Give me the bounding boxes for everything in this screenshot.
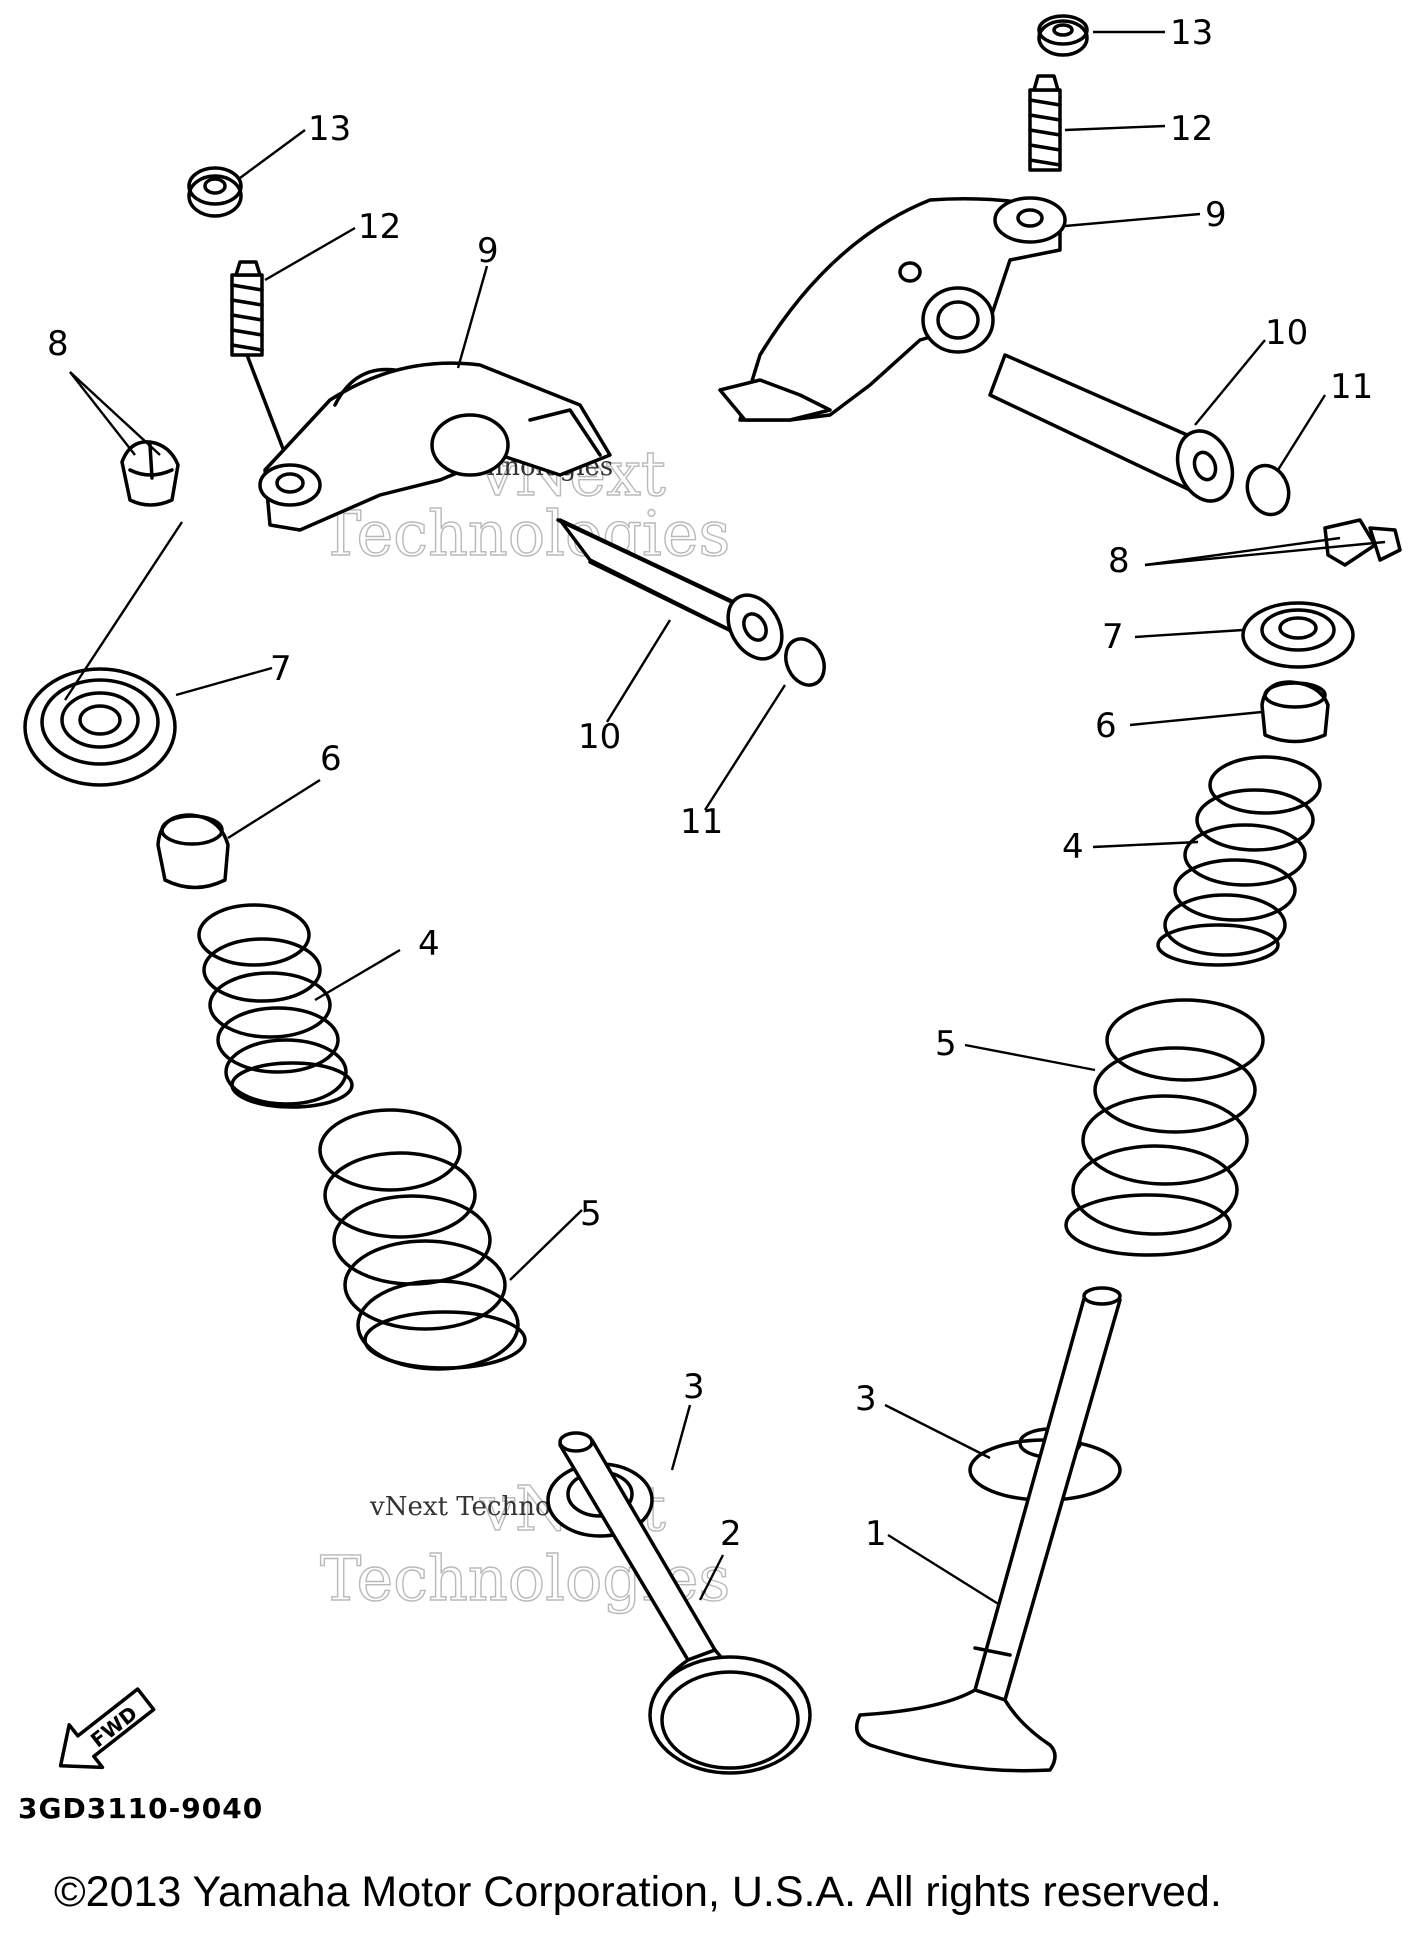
part-rocker-arm-left (258, 361, 612, 532)
part-valve-1 (854, 1286, 1122, 1773)
callout-12-left: 12 (358, 207, 401, 247)
callout-7-right: 7 (1102, 617, 1124, 657)
leader-lines (63, 30, 1386, 1607)
part-adjuster-screw-right (1028, 74, 1062, 172)
part-outer-spring-left (318, 1108, 527, 1371)
callout-2: 2 (720, 1514, 742, 1554)
callout-6-left: 6 (320, 739, 342, 779)
part-o-ring-right (1245, 463, 1291, 517)
callout-7-left: 7 (270, 649, 292, 689)
callout-11-right: 11 (1330, 367, 1373, 407)
part-rocker-arm-right (718, 196, 1067, 422)
watermark-line2: Technologies (320, 497, 730, 570)
callout-9-right: 9 (1205, 195, 1227, 235)
callout-8-right: 8 (1108, 541, 1130, 581)
part-valve-2 (558, 1431, 812, 1775)
fwd-arrow: FWD (58, 1687, 156, 1770)
part-inner-spring-left (197, 903, 354, 1109)
callout-10-left: 10 (578, 717, 621, 757)
diagram-code: 3GD3110-9040 (18, 1792, 264, 1825)
callout-11-left: 11 (680, 802, 723, 842)
part-rocker-shaft-left (556, 518, 784, 661)
part-stem-seal-right (1260, 680, 1330, 744)
copyright-notice: ©2013 Yamaha Motor Corporation, U.S.A. A… (54, 1868, 1222, 1916)
part-stem-seal-left (156, 813, 230, 890)
part-valve-cotter-right (1323, 518, 1402, 567)
callout-10-right: 10 (1265, 313, 1308, 353)
callout-labels: 13 12 9 8 7 6 4 5 10 11 3 2 13 12 9 10 1… (47, 13, 1373, 1554)
callout-3-left: 3 (683, 1367, 705, 1407)
part-inner-spring-right (1156, 755, 1322, 967)
part-nut-right (1037, 14, 1089, 57)
part-spring-retainer-right (1241, 601, 1355, 669)
callout-3-right: 3 (855, 1379, 877, 1419)
callout-8-left: 8 (47, 324, 69, 364)
callout-13-left: 13 (308, 109, 351, 149)
callout-4-right: 4 (1062, 827, 1084, 867)
callout-4-left: 4 (418, 924, 440, 964)
callout-9-left: 9 (477, 231, 499, 271)
callout-6-right: 6 (1095, 706, 1117, 746)
part-rocker-shaft-right (988, 353, 1235, 503)
part-nut-left (187, 166, 243, 218)
callout-12-right: 12 (1170, 109, 1213, 149)
callout-5-left: 5 (580, 1194, 602, 1234)
part-outer-spring-right (1064, 998, 1265, 1257)
part-spring-retainer-left (23, 667, 177, 787)
part-o-ring-left (784, 637, 826, 687)
callout-1: 1 (865, 1514, 887, 1554)
callout-5-right: 5 (935, 1024, 957, 1064)
callout-13-right: 13 (1170, 13, 1213, 53)
part-valve-cotter-left (120, 440, 180, 507)
